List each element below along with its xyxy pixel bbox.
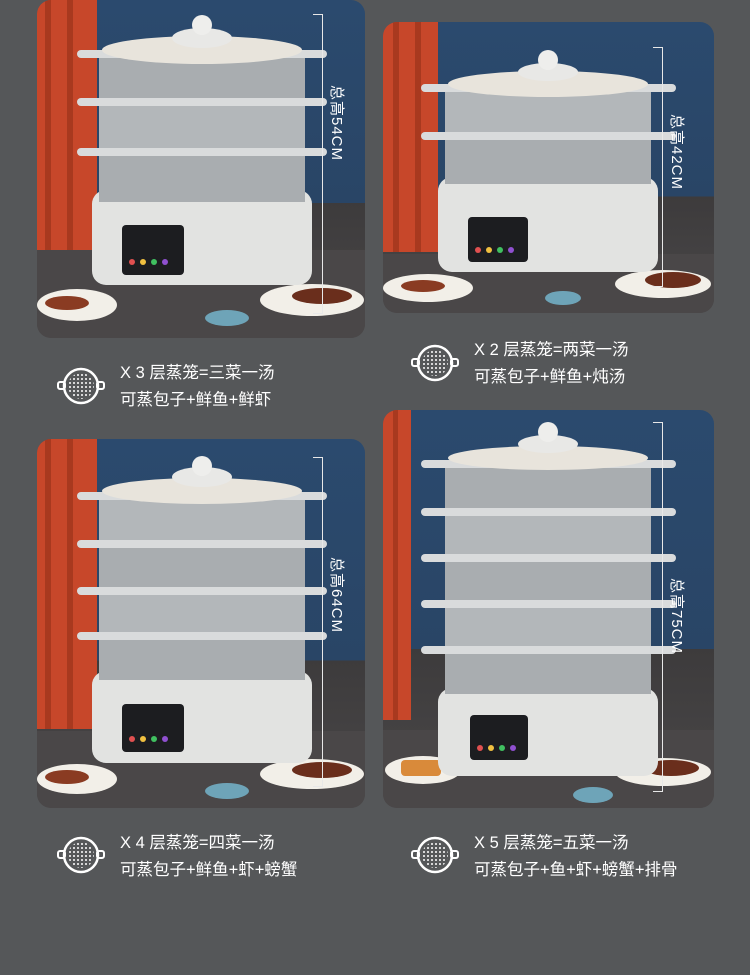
steamer-tray-icon bbox=[57, 836, 105, 874]
caption-line2: 可蒸包子+鲜鱼+炖汤 bbox=[474, 368, 626, 386]
steamer-tray-icon bbox=[411, 836, 459, 874]
steamer-tray-icon bbox=[57, 367, 105, 405]
caption-line1: X 2 层蒸笼=两菜一汤 bbox=[474, 341, 629, 359]
height-label: 总高64CM bbox=[328, 557, 345, 634]
steamer-illustration bbox=[37, 439, 365, 808]
steamer-4-layer-caption: X 4 层蒸笼=四菜一汤 可蒸包子+鲜鱼+虾+螃蟹 bbox=[120, 830, 297, 884]
height-label: 总高54CM bbox=[328, 85, 345, 162]
height-indicator-line bbox=[313, 14, 323, 314]
height-indicator-line bbox=[313, 457, 323, 787]
height-label: 总高42CM bbox=[668, 114, 685, 191]
steamer-4-layer-photo: 总高64CM bbox=[37, 439, 365, 808]
steamer-5-layer-caption: X 5 层蒸笼=五菜一汤 可蒸包子+鱼+虾+螃蟹+排骨 bbox=[474, 830, 678, 884]
steamer-3-layer-caption: X 3 层蒸笼=三菜一汤 可蒸包子+鲜鱼+鲜虾 bbox=[120, 360, 275, 414]
steamer-illustration bbox=[383, 410, 714, 808]
steamer-5-layer-photo: 总高75CM bbox=[383, 410, 714, 808]
caption-line2: 可蒸包子+鲜鱼+虾+螃蟹 bbox=[120, 861, 298, 879]
steamer-3-layer-photo: 总高54CM bbox=[37, 0, 365, 338]
height-label: 总高75CM bbox=[668, 578, 685, 655]
caption-line2: 可蒸包子+鱼+虾+螃蟹+排骨 bbox=[474, 861, 678, 879]
steamer-illustration bbox=[37, 0, 365, 338]
steamer-2-layer-caption: X 2 层蒸笼=两菜一汤 可蒸包子+鲜鱼+炖汤 bbox=[474, 337, 629, 391]
height-indicator-line bbox=[653, 47, 663, 287]
caption-line1: X 3 层蒸笼=三菜一汤 bbox=[120, 364, 275, 382]
steamer-tray-icon bbox=[411, 344, 459, 382]
steamer-2-layer-photo: 总高42CM bbox=[383, 22, 714, 313]
caption-line1: X 5 层蒸笼=五菜一汤 bbox=[474, 834, 629, 852]
height-indicator-line bbox=[653, 422, 663, 792]
caption-line2: 可蒸包子+鲜鱼+鲜虾 bbox=[120, 391, 272, 409]
caption-line1: X 4 层蒸笼=四菜一汤 bbox=[120, 834, 275, 852]
steamer-illustration bbox=[383, 22, 714, 313]
